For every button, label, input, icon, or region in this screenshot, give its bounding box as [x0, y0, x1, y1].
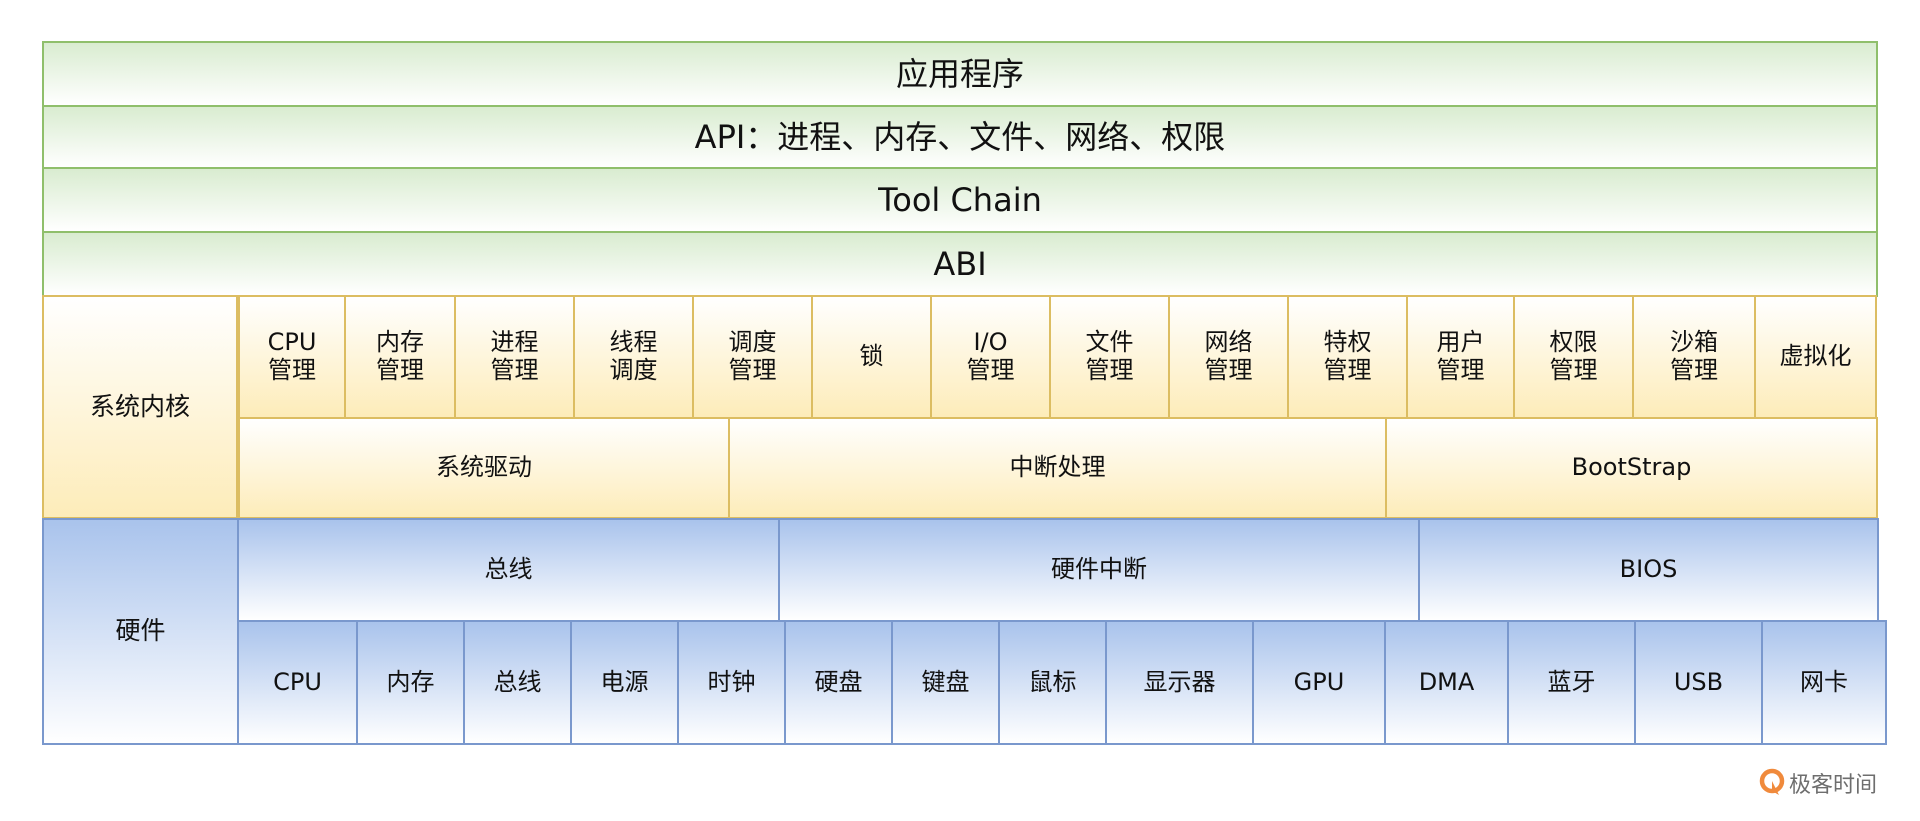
kernel-module-label: I/O 管理 — [966, 328, 1015, 384]
hardware-device-label: 电源 — [600, 667, 649, 696]
hardware-device-12: USB — [1634, 620, 1763, 745]
hardware-section-label: 硬件 — [115, 616, 166, 646]
hardware-device-2: 总线 — [463, 620, 572, 745]
kernel-section: 系统内核 — [42, 295, 238, 519]
hardware-device-1: 内存 — [356, 620, 465, 745]
kernel-module-label: 权限 管理 — [1549, 328, 1598, 384]
hardware-device-10: DMA — [1384, 620, 1509, 745]
hardware-component-1: 硬件中断 — [778, 518, 1420, 622]
kernel-module-7: 文件 管理 — [1049, 295, 1170, 419]
layer-api-label: API：进程、内存、文件、网络、权限 — [694, 117, 1226, 156]
kernel-module-4: 调度 管理 — [692, 295, 813, 419]
hardware-component-label: BIOS — [1619, 555, 1678, 584]
hardware-device-label: USB — [1673, 667, 1724, 696]
hardware-device-0: CPU — [237, 620, 358, 745]
hardware-component-label: 硬件中断 — [1051, 555, 1147, 584]
geektime-logo-icon — [1759, 768, 1785, 795]
kernel-module-11: 权限 管理 — [1513, 295, 1634, 419]
hardware-device-5: 硬盘 — [784, 620, 893, 745]
kernel-module-6: I/O 管理 — [930, 295, 1051, 419]
hardware-section: 硬件 — [42, 518, 239, 745]
layer-application: 应用程序 — [42, 41, 1878, 107]
layer-toolchain: Tool Chain — [42, 167, 1878, 233]
kernel-module-1: 内存 管理 — [344, 295, 456, 419]
hardware-device-4: 时钟 — [677, 620, 786, 745]
hardware-device-6: 键盘 — [891, 620, 1000, 745]
hardware-device-label: 键盘 — [921, 667, 970, 696]
hardware-device-label: 内存 — [386, 667, 435, 696]
kernel-module-label: 特权 管理 — [1323, 328, 1372, 384]
layer-abi-label: ABI — [933, 244, 987, 283]
kernel-module-10: 用户 管理 — [1406, 295, 1515, 419]
kernel-section-label: 系统内核 — [89, 391, 190, 421]
hardware-device-label: 蓝牙 — [1547, 667, 1596, 696]
hardware-device-label: 总线 — [493, 667, 542, 696]
kernel-module-13: 虚拟化 — [1754, 295, 1877, 419]
kernel-component-label: 系统驱动 — [436, 453, 532, 482]
kernel-component-1: 中断处理 — [728, 417, 1387, 519]
hardware-device-label: CPU — [273, 667, 322, 696]
kernel-module-label: CPU 管理 — [267, 328, 317, 384]
kernel-module-label: 进程 管理 — [490, 328, 539, 384]
kernel-component-2: BootStrap — [1385, 417, 1878, 519]
hardware-device-label: 硬盘 — [814, 667, 863, 696]
kernel-module-label: 内存 管理 — [376, 328, 424, 384]
kernel-module-3: 线程 调度 — [573, 295, 694, 419]
kernel-module-label: 虚拟化 — [1779, 342, 1852, 371]
hardware-component-2: BIOS — [1418, 518, 1879, 622]
layer-api: API：进程、内存、文件、网络、权限 — [42, 105, 1878, 169]
hardware-device-7: 鼠标 — [998, 620, 1107, 745]
kernel-component-label: BootStrap — [1571, 453, 1692, 482]
hardware-device-11: 蓝牙 — [1507, 620, 1636, 745]
hardware-device-label: 鼠标 — [1028, 667, 1077, 696]
hardware-device-label: 网卡 — [1800, 667, 1848, 696]
hardware-component-label: 总线 — [484, 555, 533, 584]
hardware-component-0: 总线 — [237, 518, 780, 622]
brand-logo: 极客时间 — [1759, 766, 1877, 800]
hardware-device-label: 显示器 — [1143, 667, 1216, 696]
hardware-device-9: GPU — [1252, 620, 1386, 745]
kernel-module-label: 线程 调度 — [609, 328, 658, 384]
kernel-module-label: 锁 — [859, 342, 884, 371]
hardware-device-8: 显示器 — [1105, 620, 1254, 745]
kernel-module-5: 锁 — [811, 295, 932, 419]
hardware-device-label: GPU — [1293, 667, 1345, 696]
kernel-module-2: 进程 管理 — [454, 295, 575, 419]
kernel-module-0: CPU 管理 — [238, 295, 346, 419]
kernel-component-label: 中断处理 — [1009, 453, 1106, 482]
kernel-module-label: 调度 管理 — [728, 328, 777, 384]
hardware-device-13: 网卡 — [1761, 620, 1887, 745]
kernel-component-0: 系统驱动 — [238, 417, 730, 519]
kernel-module-label: 文件 管理 — [1085, 328, 1134, 384]
layer-toolchain-label: Tool Chain — [878, 180, 1042, 219]
kernel-module-label: 沙箱 管理 — [1670, 328, 1718, 384]
layer-abi: ABI — [42, 231, 1878, 297]
kernel-module-12: 沙箱 管理 — [1632, 295, 1756, 419]
brand-logo-text: 极客时间 — [1789, 773, 1878, 798]
kernel-module-8: 网络 管理 — [1168, 295, 1289, 419]
hardware-device-label: 时钟 — [707, 667, 756, 696]
kernel-module-label: 网络 管理 — [1204, 328, 1253, 384]
hardware-device-3: 电源 — [570, 620, 679, 745]
layer-application-label: 应用程序 — [895, 54, 1024, 93]
kernel-module-9: 特权 管理 — [1287, 295, 1408, 419]
kernel-module-label: 用户 管理 — [1436, 328, 1485, 384]
hardware-device-label: DMA — [1418, 667, 1475, 696]
